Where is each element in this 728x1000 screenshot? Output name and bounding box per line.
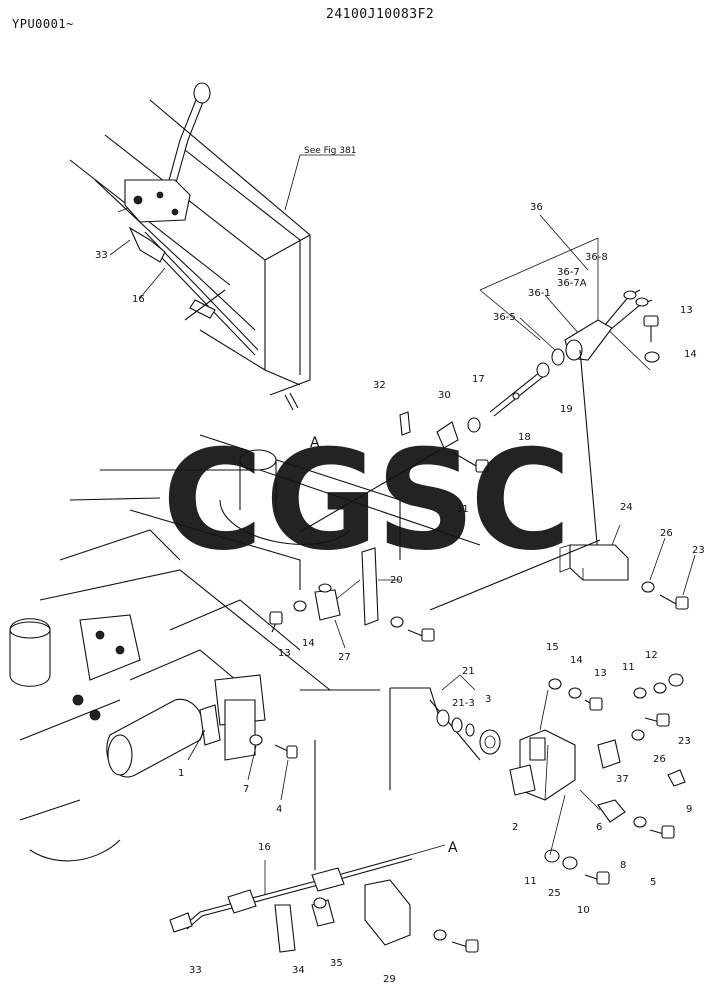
callout-24: 24 xyxy=(620,502,633,513)
callout-14: 14 xyxy=(302,638,315,649)
callout-20: 20 xyxy=(390,575,403,586)
callout-36-8: 36-8 xyxy=(585,252,608,263)
callout-33: 33 xyxy=(95,250,108,261)
callout-16: 16 xyxy=(132,294,145,305)
view-marker-a-top: A xyxy=(310,435,320,451)
callout-27: 27 xyxy=(338,652,351,663)
callout-10: 10 xyxy=(577,905,590,916)
callout-7: 7 xyxy=(243,784,249,795)
control-lever-group-36 xyxy=(299,214,696,610)
callout-13: 13 xyxy=(278,648,291,659)
callout-30: 30 xyxy=(438,390,451,401)
see-fig-reference: See Fig 381 xyxy=(304,146,356,156)
callout-23: 23 xyxy=(678,736,691,747)
callout-33: 33 xyxy=(189,965,202,976)
view-marker-a-bottom: A xyxy=(448,840,458,856)
callout-14: 14 xyxy=(570,655,583,666)
callout-11: 11 xyxy=(622,662,635,673)
callout-36-5: 36-5 xyxy=(493,312,516,323)
callout-9: 9 xyxy=(686,804,692,815)
watermark-letter: C xyxy=(162,420,263,581)
callout-25: 25 xyxy=(548,888,561,899)
engine-and-tank xyxy=(9,434,481,862)
callout-17: 17 xyxy=(472,374,485,385)
callout-18: 18 xyxy=(518,432,531,443)
callout-15: 15 xyxy=(546,642,559,653)
callout-32: 32 xyxy=(373,380,386,391)
callout-2: 2 xyxy=(512,822,518,833)
callout-16: 16 xyxy=(258,842,271,853)
callout-13: 13 xyxy=(680,305,693,316)
callout-1: 1 xyxy=(178,768,184,779)
callout-6: 6 xyxy=(596,822,602,833)
callout-37: 37 xyxy=(616,774,629,785)
callout-29: 29 xyxy=(383,974,396,985)
callout-21: 21 xyxy=(462,666,475,677)
callout-35: 35 xyxy=(330,958,343,969)
callout-5: 5 xyxy=(650,877,656,888)
callout-36-7: 36-7 xyxy=(557,267,580,278)
watermark-letter: G xyxy=(265,420,378,581)
callout-12: 12 xyxy=(645,650,658,661)
callout-4: 4 xyxy=(276,804,282,815)
bracket-20-group xyxy=(269,539,601,691)
watermark-letter: S xyxy=(376,420,475,581)
callout-19: 19 xyxy=(560,404,573,415)
callout-26: 26 xyxy=(653,754,666,765)
callout-labels: 33 16 36 36-8 36-7 36-7A 36-1 36-5 13 14… xyxy=(95,202,705,985)
callout-23: 23 xyxy=(692,545,705,556)
callout-21-3: 21-3 xyxy=(452,698,475,709)
shift-lever-assembly xyxy=(69,82,355,411)
bracket-2-group xyxy=(389,673,686,885)
callout-11: 11 xyxy=(524,876,537,887)
callout-36-7a: 36-7A xyxy=(557,278,587,289)
cable-16-lower xyxy=(169,740,479,953)
callout-8: 8 xyxy=(620,860,626,871)
watermark-logo: C G S C xyxy=(162,420,571,581)
callout-13: 13 xyxy=(594,668,607,679)
watermark-letter: C xyxy=(470,420,571,581)
callout-14: 14 xyxy=(684,349,697,360)
series-code: YPU0001~ xyxy=(12,17,74,31)
drawing-number: 24100J10083F2 xyxy=(326,7,435,22)
callout-36-1: 36-1 xyxy=(528,288,551,299)
callout-3: 3 xyxy=(485,694,491,705)
callout-31: 31 xyxy=(456,504,469,515)
callout-26: 26 xyxy=(660,528,673,539)
callout-34: 34 xyxy=(292,965,305,976)
callout-36: 36 xyxy=(530,202,543,213)
